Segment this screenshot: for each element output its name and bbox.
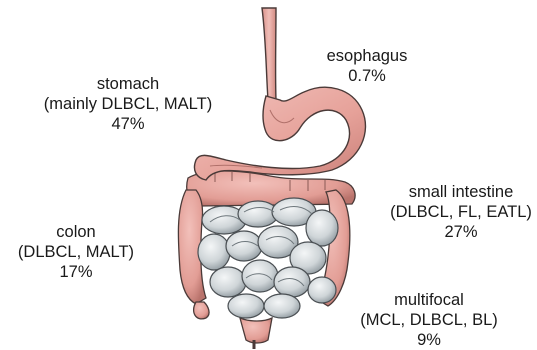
esophagus-shape xyxy=(262,8,276,100)
small-intestine-percent: 27% xyxy=(386,222,536,242)
colon-subtypes: (DLBCL, MALT) xyxy=(2,242,150,262)
esophagus-name: esophagus xyxy=(322,46,412,66)
multifocal-name: multifocal xyxy=(350,290,508,310)
stomach-subtypes: (mainly DLBCL, MALT) xyxy=(18,94,238,114)
colon-percent: 17% xyxy=(2,262,150,282)
colon-name: colon xyxy=(2,222,150,242)
stomach-percent: 47% xyxy=(18,114,238,134)
label-multifocal: multifocal (MCL, DLBCL, BL) 9% xyxy=(350,290,508,350)
small-intestine-subtypes: (DLBCL, FL, EATL) xyxy=(386,202,536,222)
esophagus-percent: 0.7% xyxy=(322,66,412,86)
small-intestine-shape xyxy=(198,198,338,318)
multifocal-subtypes: (MCL, DLBCL, BL) xyxy=(350,310,508,330)
label-small-intestine: small intestine (DLBCL, FL, EATL) 27% xyxy=(386,182,536,242)
small-intestine-name: small intestine xyxy=(386,182,536,202)
label-colon: colon (DLBCL, MALT) 17% xyxy=(2,222,150,282)
stomach-name: stomach xyxy=(18,74,238,94)
label-stomach: stomach (mainly DLBCL, MALT) 47% xyxy=(18,74,238,134)
label-esophagus: esophagus 0.7% xyxy=(322,46,412,86)
multifocal-percent: 9% xyxy=(350,330,508,350)
